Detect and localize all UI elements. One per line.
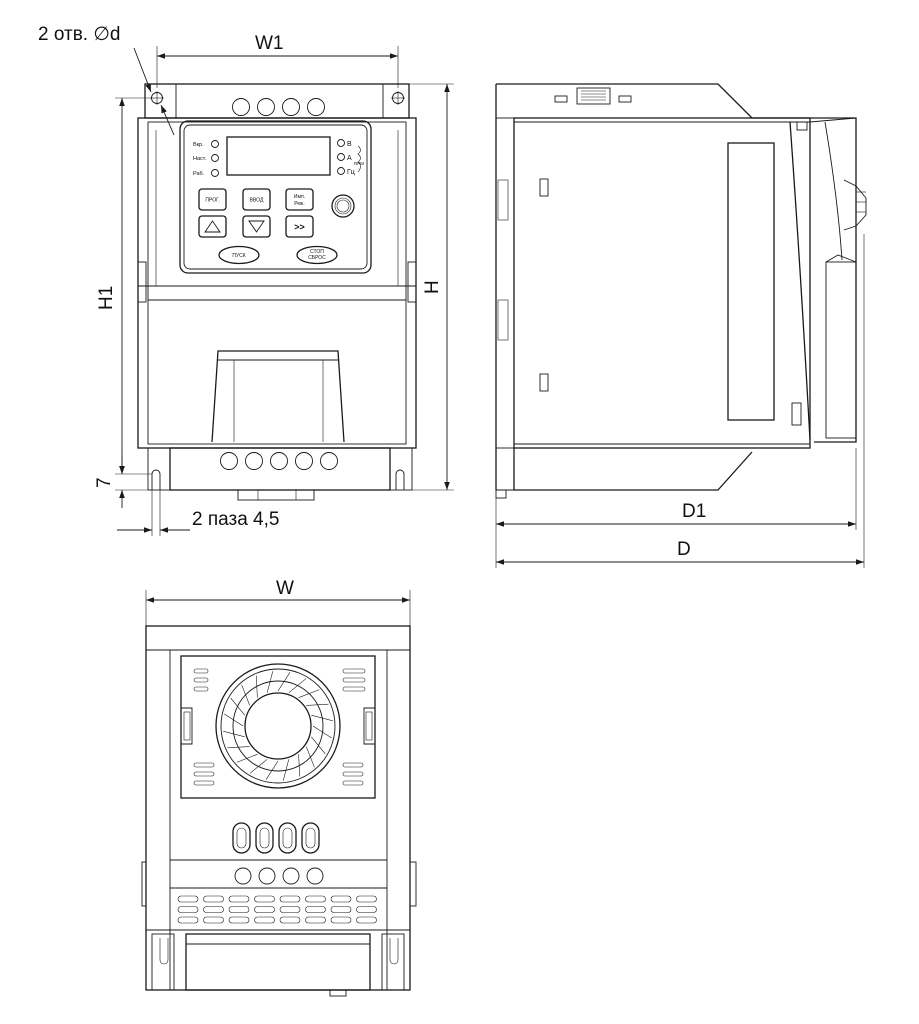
top-terminals bbox=[232, 98, 325, 116]
prog-button-label: ПРОГ. bbox=[205, 198, 219, 204]
shift-button-label: >> bbox=[294, 222, 305, 232]
down-arrow-icon bbox=[248, 220, 265, 233]
dim-seven: 7 bbox=[94, 477, 115, 488]
potentiometer-knob[interactable] bbox=[331, 194, 355, 218]
fan-blade bbox=[224, 713, 244, 727]
start-button[interactable]: ПУСК bbox=[218, 245, 260, 265]
front-dimensions: W1 2 отв. ∅d H1 H 7 2 паза 4,5 bbox=[38, 24, 454, 536]
lower-cover bbox=[211, 350, 345, 443]
vent-slot bbox=[330, 906, 352, 913]
cable-glands bbox=[232, 822, 320, 854]
led-label-nast: Наст. bbox=[193, 156, 207, 162]
front-view: Вкр. Наст. Раб. В А Гц RPM ПРОГ. ВВОД bbox=[137, 83, 417, 501]
fan-blade bbox=[298, 689, 320, 698]
dim-w1: W1 bbox=[255, 33, 284, 54]
vent-slot bbox=[254, 906, 275, 913]
vent-slot bbox=[330, 895, 352, 903]
dim-h: H bbox=[422, 280, 443, 294]
dim-d1: D1 bbox=[682, 501, 706, 522]
fan-blade bbox=[241, 684, 250, 706]
fan-blade bbox=[306, 746, 315, 768]
stop-button[interactable]: СТОП СБРОС bbox=[296, 245, 338, 265]
vent-slot bbox=[203, 916, 224, 924]
fan-blade bbox=[306, 703, 329, 706]
bottom-view: W bbox=[141, 578, 417, 997]
imp-button-label-2: Реж. bbox=[294, 201, 305, 207]
enter-button[interactable]: ВВОД bbox=[242, 188, 271, 211]
vent-slot-grid bbox=[177, 895, 377, 924]
vent-slot bbox=[203, 895, 224, 903]
fan-blade bbox=[249, 759, 268, 774]
fan-blade bbox=[236, 754, 258, 763]
fan-blade bbox=[266, 671, 274, 693]
fan-blade bbox=[227, 746, 250, 749]
side-view bbox=[495, 83, 867, 499]
up-button[interactable] bbox=[198, 215, 227, 238]
stop-button-label-2: СБРОС bbox=[308, 255, 326, 261]
fan-blade bbox=[312, 725, 332, 739]
display bbox=[226, 136, 331, 176]
dim-d: D bbox=[677, 539, 691, 560]
up-arrow-icon bbox=[204, 220, 221, 233]
vent-slot bbox=[203, 906, 224, 913]
prog-button[interactable]: ПРОГ. bbox=[198, 188, 227, 211]
imp-button[interactable]: Имп. Реж. bbox=[285, 188, 314, 211]
vent-slot bbox=[279, 916, 301, 924]
start-button-label: ПУСК bbox=[232, 253, 245, 259]
vent-slot bbox=[228, 916, 250, 924]
down-button[interactable] bbox=[242, 215, 271, 238]
led-label-a: А bbox=[347, 155, 352, 162]
led-label-rab: Раб. bbox=[193, 171, 205, 177]
side-dimensions: D1 D bbox=[495, 234, 865, 568]
fan-blade bbox=[311, 736, 326, 755]
led-label-hz: Гц bbox=[347, 169, 355, 176]
vent-slot bbox=[305, 906, 326, 913]
dim-w: W bbox=[276, 578, 294, 599]
dim-slots: 2 паза 4,5 bbox=[192, 509, 279, 530]
fan-blade bbox=[223, 730, 245, 738]
bottom-terminals bbox=[147, 447, 413, 501]
imp-button-label-1: Имп. bbox=[294, 194, 305, 200]
vent-slot bbox=[279, 906, 301, 913]
fan-blade bbox=[230, 697, 245, 716]
fan-blade bbox=[265, 760, 279, 780]
mounting-hole-left bbox=[150, 91, 164, 105]
led-label-vkr: Вкр. bbox=[193, 142, 204, 148]
fan-blade bbox=[277, 672, 291, 692]
vent-slot bbox=[228, 906, 250, 913]
shift-button[interactable]: >> bbox=[285, 215, 314, 238]
fan-blade bbox=[288, 678, 307, 693]
stop-button-label-1: СТОП bbox=[310, 249, 324, 255]
vent-slot bbox=[177, 916, 199, 924]
mounting-hole-right bbox=[391, 91, 405, 105]
top-bracket bbox=[144, 83, 410, 119]
fan-blade bbox=[282, 759, 290, 781]
fan-icon bbox=[215, 663, 341, 789]
vent-slot bbox=[177, 895, 199, 903]
vent-slot bbox=[228, 895, 250, 903]
vent-slot bbox=[305, 895, 326, 903]
vent-slot bbox=[356, 916, 377, 924]
led-label-v: В bbox=[347, 141, 352, 148]
vent-slot bbox=[254, 916, 275, 924]
vent-slot bbox=[356, 895, 377, 903]
fan-blade bbox=[298, 754, 301, 777]
dim-holes: 2 отв. ∅d bbox=[38, 24, 120, 45]
vent-slot bbox=[356, 906, 377, 913]
vent-slot bbox=[254, 895, 275, 903]
vent-slot bbox=[330, 916, 352, 924]
fan-blade bbox=[255, 675, 258, 698]
vent-slot bbox=[177, 906, 199, 913]
vent-slot bbox=[279, 895, 301, 903]
fan-blade bbox=[311, 714, 333, 722]
vents bbox=[193, 668, 366, 786]
control-panel: Вкр. Наст. Раб. В А Гц RPM ПРОГ. ВВОД bbox=[179, 120, 372, 274]
rpm-label: RPM bbox=[354, 161, 364, 166]
enter-button-label: ВВОД bbox=[250, 198, 264, 204]
dim-h1: H1 bbox=[96, 286, 117, 310]
vent-slot bbox=[305, 916, 326, 924]
